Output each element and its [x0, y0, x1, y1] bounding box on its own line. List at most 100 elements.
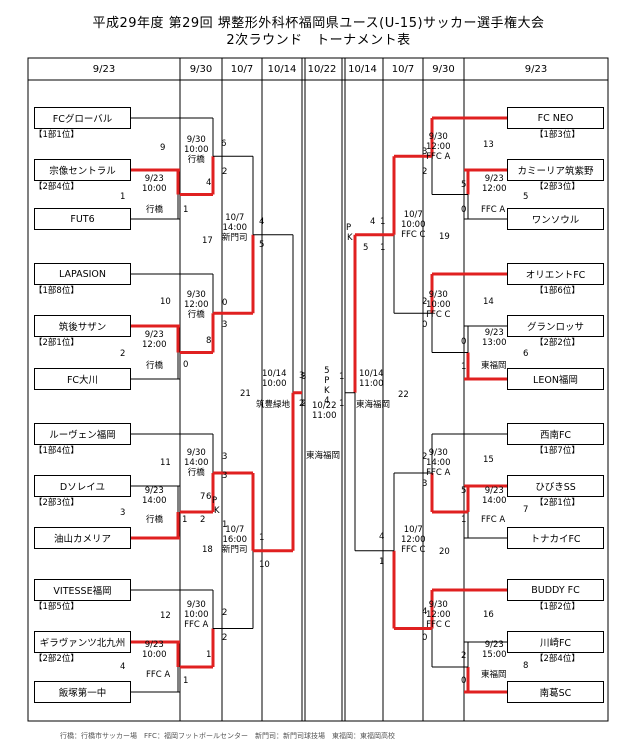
- left-match-schedule: 9/30 12:00 行橋: [184, 290, 209, 320]
- right-match-schedule: 9/23 13:00: [482, 328, 507, 348]
- right-score: 1: [380, 243, 386, 253]
- right-score: 0: [461, 676, 467, 686]
- left-team-rank: 【1部1位】: [34, 130, 79, 140]
- right-team-box: トナカイFC: [507, 527, 604, 549]
- right-pk-mark: P: [346, 223, 352, 233]
- left-team-box: LAPASION: [34, 263, 131, 285]
- right-score: 1: [379, 557, 385, 567]
- left-team-box: FUT6: [34, 208, 131, 230]
- left-score: 1: [259, 533, 265, 543]
- left-match-number: 9: [160, 143, 166, 153]
- left-pk-mark: P: [212, 496, 218, 506]
- left-match-schedule: 行橋: [146, 205, 164, 215]
- right-score: 2: [422, 297, 428, 307]
- left-team-rank: 【1部5位】: [34, 602, 79, 612]
- right-match-schedule: 9/30 12:00 FFC C: [426, 600, 451, 630]
- final-venue: 東海福岡: [306, 451, 341, 461]
- right-team-box: 南葛SC: [507, 681, 604, 703]
- right-score: 1: [380, 217, 386, 227]
- final-score: 2: [301, 399, 307, 409]
- left-score: 2: [222, 633, 228, 643]
- right-team-rank: 【1部6位】: [535, 286, 580, 296]
- final-pk-score: 5 P K 4: [324, 366, 330, 406]
- right-match-number: 14: [483, 297, 494, 307]
- left-match-schedule: 9/23 10:00: [142, 174, 167, 194]
- page-subtitle: 2次ラウンド トーナメント表: [226, 33, 411, 48]
- right-score: 5: [363, 243, 369, 253]
- left-score: 1: [183, 205, 189, 215]
- right-match-schedule: 東福岡: [481, 361, 507, 371]
- left-team-rank: 【2部1位】: [34, 338, 79, 348]
- right-team-box: カミーリア筑紫野: [507, 159, 604, 181]
- right-team-rank: 【2部2位】: [535, 338, 580, 348]
- right-score: 0: [422, 320, 428, 330]
- left-match-number: 21: [240, 389, 251, 399]
- left-match-schedule: 10/7 14:00 新門司: [222, 213, 248, 243]
- right-match-number: 6: [523, 349, 529, 359]
- left-team-box: VITESSE福岡: [34, 579, 131, 601]
- left-score: 8: [206, 336, 212, 346]
- left-score: 3: [222, 471, 228, 481]
- left-score: 4: [259, 217, 265, 227]
- right-match-number: 5: [523, 192, 529, 202]
- right-match-number: 22: [398, 390, 409, 400]
- right-match-number: 13: [483, 140, 494, 150]
- left-team-rank: 【2部3位】: [34, 498, 79, 508]
- left-team-box: 油山カメリア: [34, 527, 131, 549]
- left-score: 6: [221, 139, 227, 149]
- round-date-header: 9/30: [432, 63, 455, 75]
- left-team-box: 飯塚第一中: [34, 681, 131, 703]
- left-match-number: 1: [120, 192, 126, 202]
- left-team-box: ルーヴェン福岡: [34, 423, 131, 445]
- round-date-header: 10/7: [230, 63, 254, 75]
- right-match-number: 19: [439, 232, 450, 242]
- round-date-header: 9/23: [524, 63, 548, 75]
- left-score: 6: [206, 492, 212, 502]
- final-score: 3: [301, 372, 307, 382]
- left-match-schedule: 9/30 10:00 行橋: [184, 135, 209, 165]
- right-match-number: 16: [483, 610, 494, 620]
- right-team-rank: 【2部3位】: [535, 182, 580, 192]
- round-date-header: 10/7: [391, 63, 415, 75]
- right-score: 5: [461, 486, 467, 496]
- page-title: 平成29年度 第29回 堺整形外科杯福岡県ユース(U-15)サッカー選手権大会: [92, 16, 545, 31]
- left-score: 5: [259, 240, 265, 250]
- right-team-rank: 【1部2位】: [535, 602, 580, 612]
- right-team-box: 西南FC: [507, 423, 604, 445]
- right-match-number: 7: [523, 505, 529, 515]
- right-team-rank: 【2部4位】: [535, 654, 580, 664]
- right-score: 0: [461, 205, 467, 215]
- round-date-header: 9/23: [92, 63, 116, 75]
- left-match-schedule: 9/30 14:00 行橋: [184, 448, 209, 478]
- right-score: 0: [422, 633, 428, 643]
- left-team-box: FCグローバル: [34, 107, 131, 129]
- left-team-box: 筑後サザン: [34, 315, 131, 337]
- round-date-header: 10/14: [348, 63, 377, 75]
- left-score: 3: [222, 452, 228, 462]
- venue-footnote: 行橋：行橋市サッカー場 FFC：福岡フットボールセンター 新門司：新門司球技場 …: [60, 732, 395, 740]
- left-match-number: 10: [160, 297, 171, 307]
- left-match-number: 18: [202, 545, 213, 555]
- left-score: 2: [222, 167, 228, 177]
- final-score: 1: [339, 399, 345, 409]
- right-match-schedule: 東福岡: [481, 670, 507, 680]
- left-score: 2: [200, 515, 206, 525]
- left-score: 3: [222, 320, 228, 330]
- right-team-box: ひびきSS: [507, 475, 604, 497]
- right-score: 4: [379, 532, 385, 542]
- right-score: 2: [422, 452, 428, 462]
- left-team-rank: 【1部8位】: [34, 286, 79, 296]
- right-team-rank: 【1部7位】: [535, 446, 580, 456]
- right-team-box: FC NEO: [507, 107, 604, 129]
- right-score: 4: [370, 217, 376, 227]
- right-match-schedule: 10/7 12:00 FFC C: [401, 525, 426, 555]
- right-score: 2: [461, 651, 467, 661]
- left-score: 7: [200, 492, 206, 502]
- right-team-box: LEON福岡: [507, 368, 604, 390]
- left-match-schedule: 9/23 14:00: [142, 486, 167, 506]
- left-match-number: 4: [120, 662, 126, 672]
- right-match-schedule: 9/23 15:00: [482, 640, 507, 660]
- left-team-box: ギラヴァンツ北九州: [34, 631, 131, 653]
- right-match-schedule: 9/30 12:00 FFC A: [426, 132, 451, 162]
